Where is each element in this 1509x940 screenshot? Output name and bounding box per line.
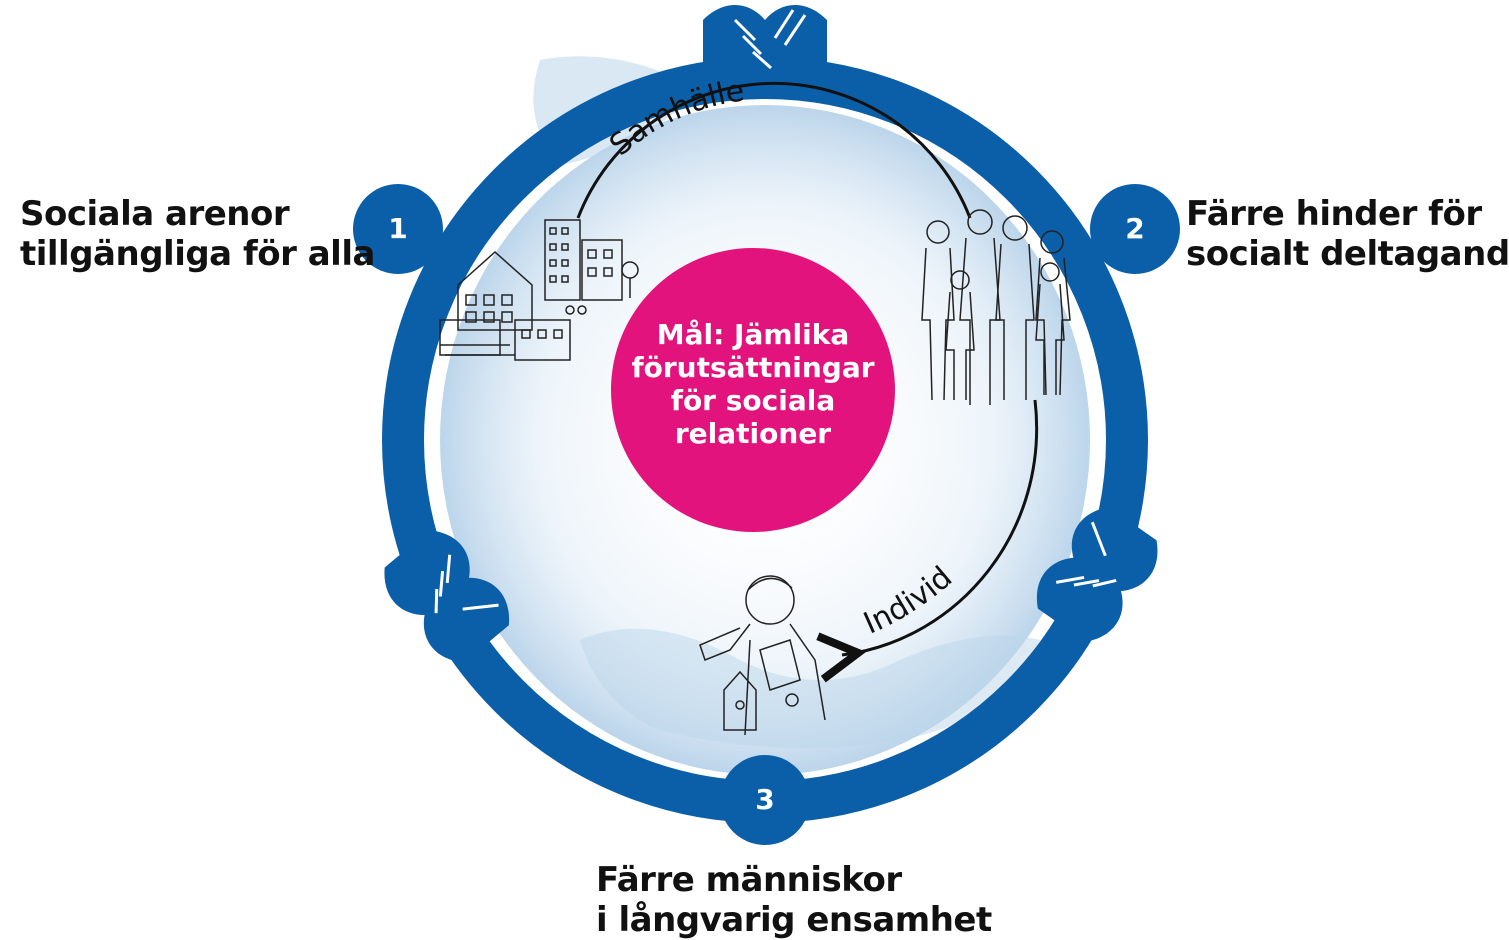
- handshake-icon-right: [1036, 507, 1158, 642]
- goal-line: Mål: Jämlika: [656, 318, 850, 351]
- outcome-label-line: tillgängliga för alla: [20, 234, 375, 274]
- badge-2: [1090, 184, 1180, 274]
- outcome-label-line: socialt deltagande: [1186, 234, 1509, 274]
- people-group-sketch: [921, 209, 1071, 405]
- goal-line: förutsättningar: [631, 351, 875, 384]
- outcome-label-line: Färre hinder för: [1186, 194, 1482, 234]
- outcome-label-2: Färre hinder för socialt deltagande: [1186, 194, 1509, 274]
- badge-number: 1: [388, 212, 408, 245]
- badge-number: 3: [755, 783, 775, 816]
- handshake-icon-top: [703, 4, 827, 94]
- goal-circle: [611, 248, 895, 532]
- outcome-label-line: Sociala arenor: [20, 194, 290, 234]
- goal-line: för sociala: [670, 384, 836, 417]
- badge-3: [720, 755, 810, 845]
- child-birdhouse-sketch: [699, 575, 826, 736]
- outcome-label-1: Sociala arenor tillgängliga för alla: [20, 194, 375, 274]
- goal-line: relationer: [674, 417, 832, 450]
- samhalle-arc: [576, 81, 972, 219]
- outcome-label-3: Färre människor i långvarig ensamhet: [596, 860, 992, 940]
- individ-arrow: [816, 399, 1038, 683]
- outcome-label-line: i långvarig ensamhet: [596, 900, 992, 940]
- handshake-icon-left: [384, 530, 509, 663]
- goal-text: Mål: Jämlika förutsättningar för sociala…: [612, 318, 894, 450]
- badge-number: 2: [1125, 212, 1145, 245]
- badge-1: [353, 184, 443, 274]
- outcome-label-line: Färre människor: [596, 860, 902, 900]
- neighborhood-sketch: [439, 219, 639, 361]
